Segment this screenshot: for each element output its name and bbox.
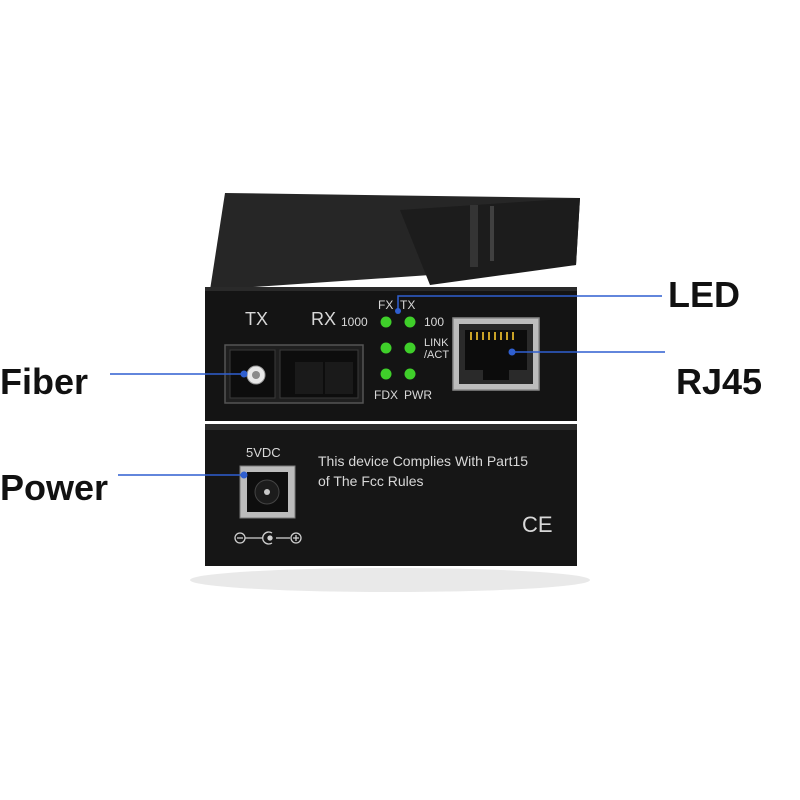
polarity-symbol (234, 531, 302, 545)
floor-shadow (190, 568, 590, 592)
led-callout-label: LED (668, 274, 740, 315)
led-label-act: /ACT (424, 349, 449, 361)
top-unit-front-edge (205, 287, 577, 291)
led-indicator (404, 368, 416, 380)
led-indicator (380, 368, 392, 380)
power-callout-label: Power (0, 467, 109, 508)
callout-lines (110, 295, 665, 479)
power-jack (239, 465, 296, 519)
led-label-fx: FX (378, 298, 393, 312)
callout-dot-rj45 (508, 348, 516, 356)
led-label-link: LINK (424, 337, 449, 349)
rj45-callout-label: RJ45 (676, 361, 763, 402)
ce-mark: CE (522, 512, 553, 537)
fiber-sc-port (224, 344, 364, 404)
led-indicator (404, 342, 416, 354)
led-label-1000: 1000 (341, 315, 368, 329)
led-label-tx: TX (400, 298, 415, 312)
led-indicator (404, 316, 416, 328)
tx-label: TX (245, 309, 268, 329)
led-label-100: 100 (424, 315, 444, 329)
rx-label: RX (311, 309, 336, 329)
compliance-line-1: This device Complies With Part15 (318, 453, 528, 469)
led-label-fdx: FDX (374, 388, 398, 402)
compliance-line-2: of The Fcc Rules (318, 473, 424, 489)
led-label-pwr: PWR (404, 388, 432, 402)
rj45-port (452, 317, 540, 391)
callout-dot-led (395, 308, 401, 314)
led-array (380, 316, 416, 380)
led-indicator (380, 342, 392, 354)
voltage-label: 5VDC (246, 445, 281, 460)
side-label-strip (470, 205, 494, 267)
callout-dot-fiber (240, 370, 248, 378)
callout-line-led (397, 295, 662, 311)
callout-dot-power (240, 471, 248, 479)
led-indicator (380, 316, 392, 328)
fiber-callout-label: Fiber (0, 361, 89, 402)
